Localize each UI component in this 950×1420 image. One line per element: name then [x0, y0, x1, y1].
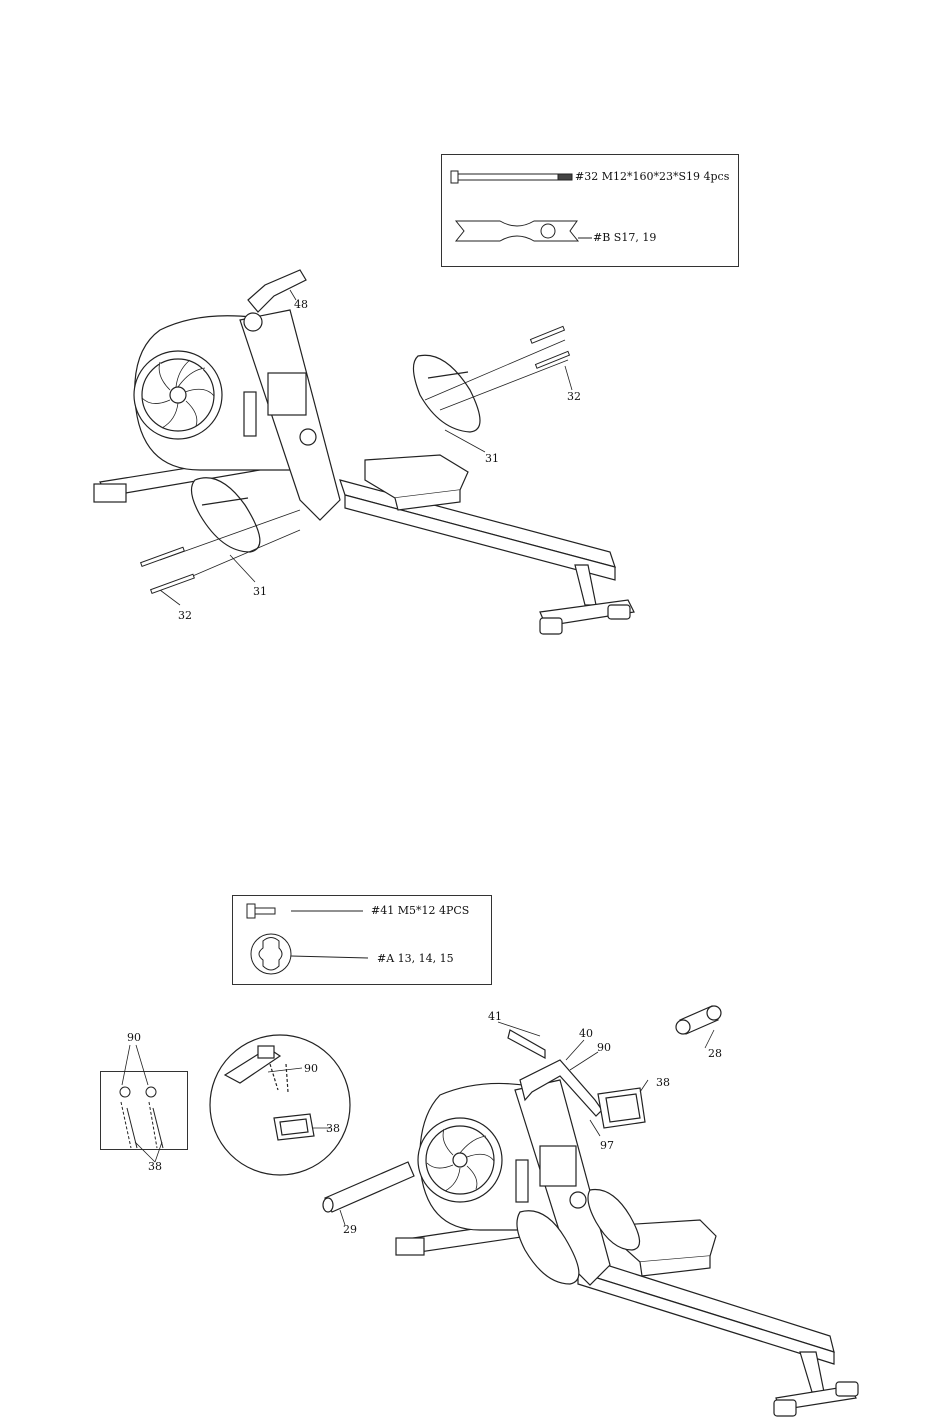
callout-90-inset: 90: [304, 1062, 318, 1075]
slide-rail-2: [575, 1255, 834, 1392]
callout-38-box: 38: [148, 1160, 162, 1173]
callout-28: 28: [708, 1047, 722, 1060]
console-inset: [210, 1035, 350, 1175]
callout-38: 38: [656, 1076, 670, 1089]
callout-41: 41: [488, 1010, 502, 1023]
handle-bar-29: [323, 1162, 414, 1212]
callout-97: 97: [600, 1139, 614, 1152]
callout-40: 40: [579, 1027, 593, 1040]
callout-90-box: 90: [127, 1031, 141, 1044]
callout-90-top: 90: [597, 1041, 611, 1054]
callout-38-inset: 38: [326, 1122, 340, 1135]
callout-29: 29: [343, 1223, 357, 1236]
handle-bar-28: [676, 1006, 721, 1034]
